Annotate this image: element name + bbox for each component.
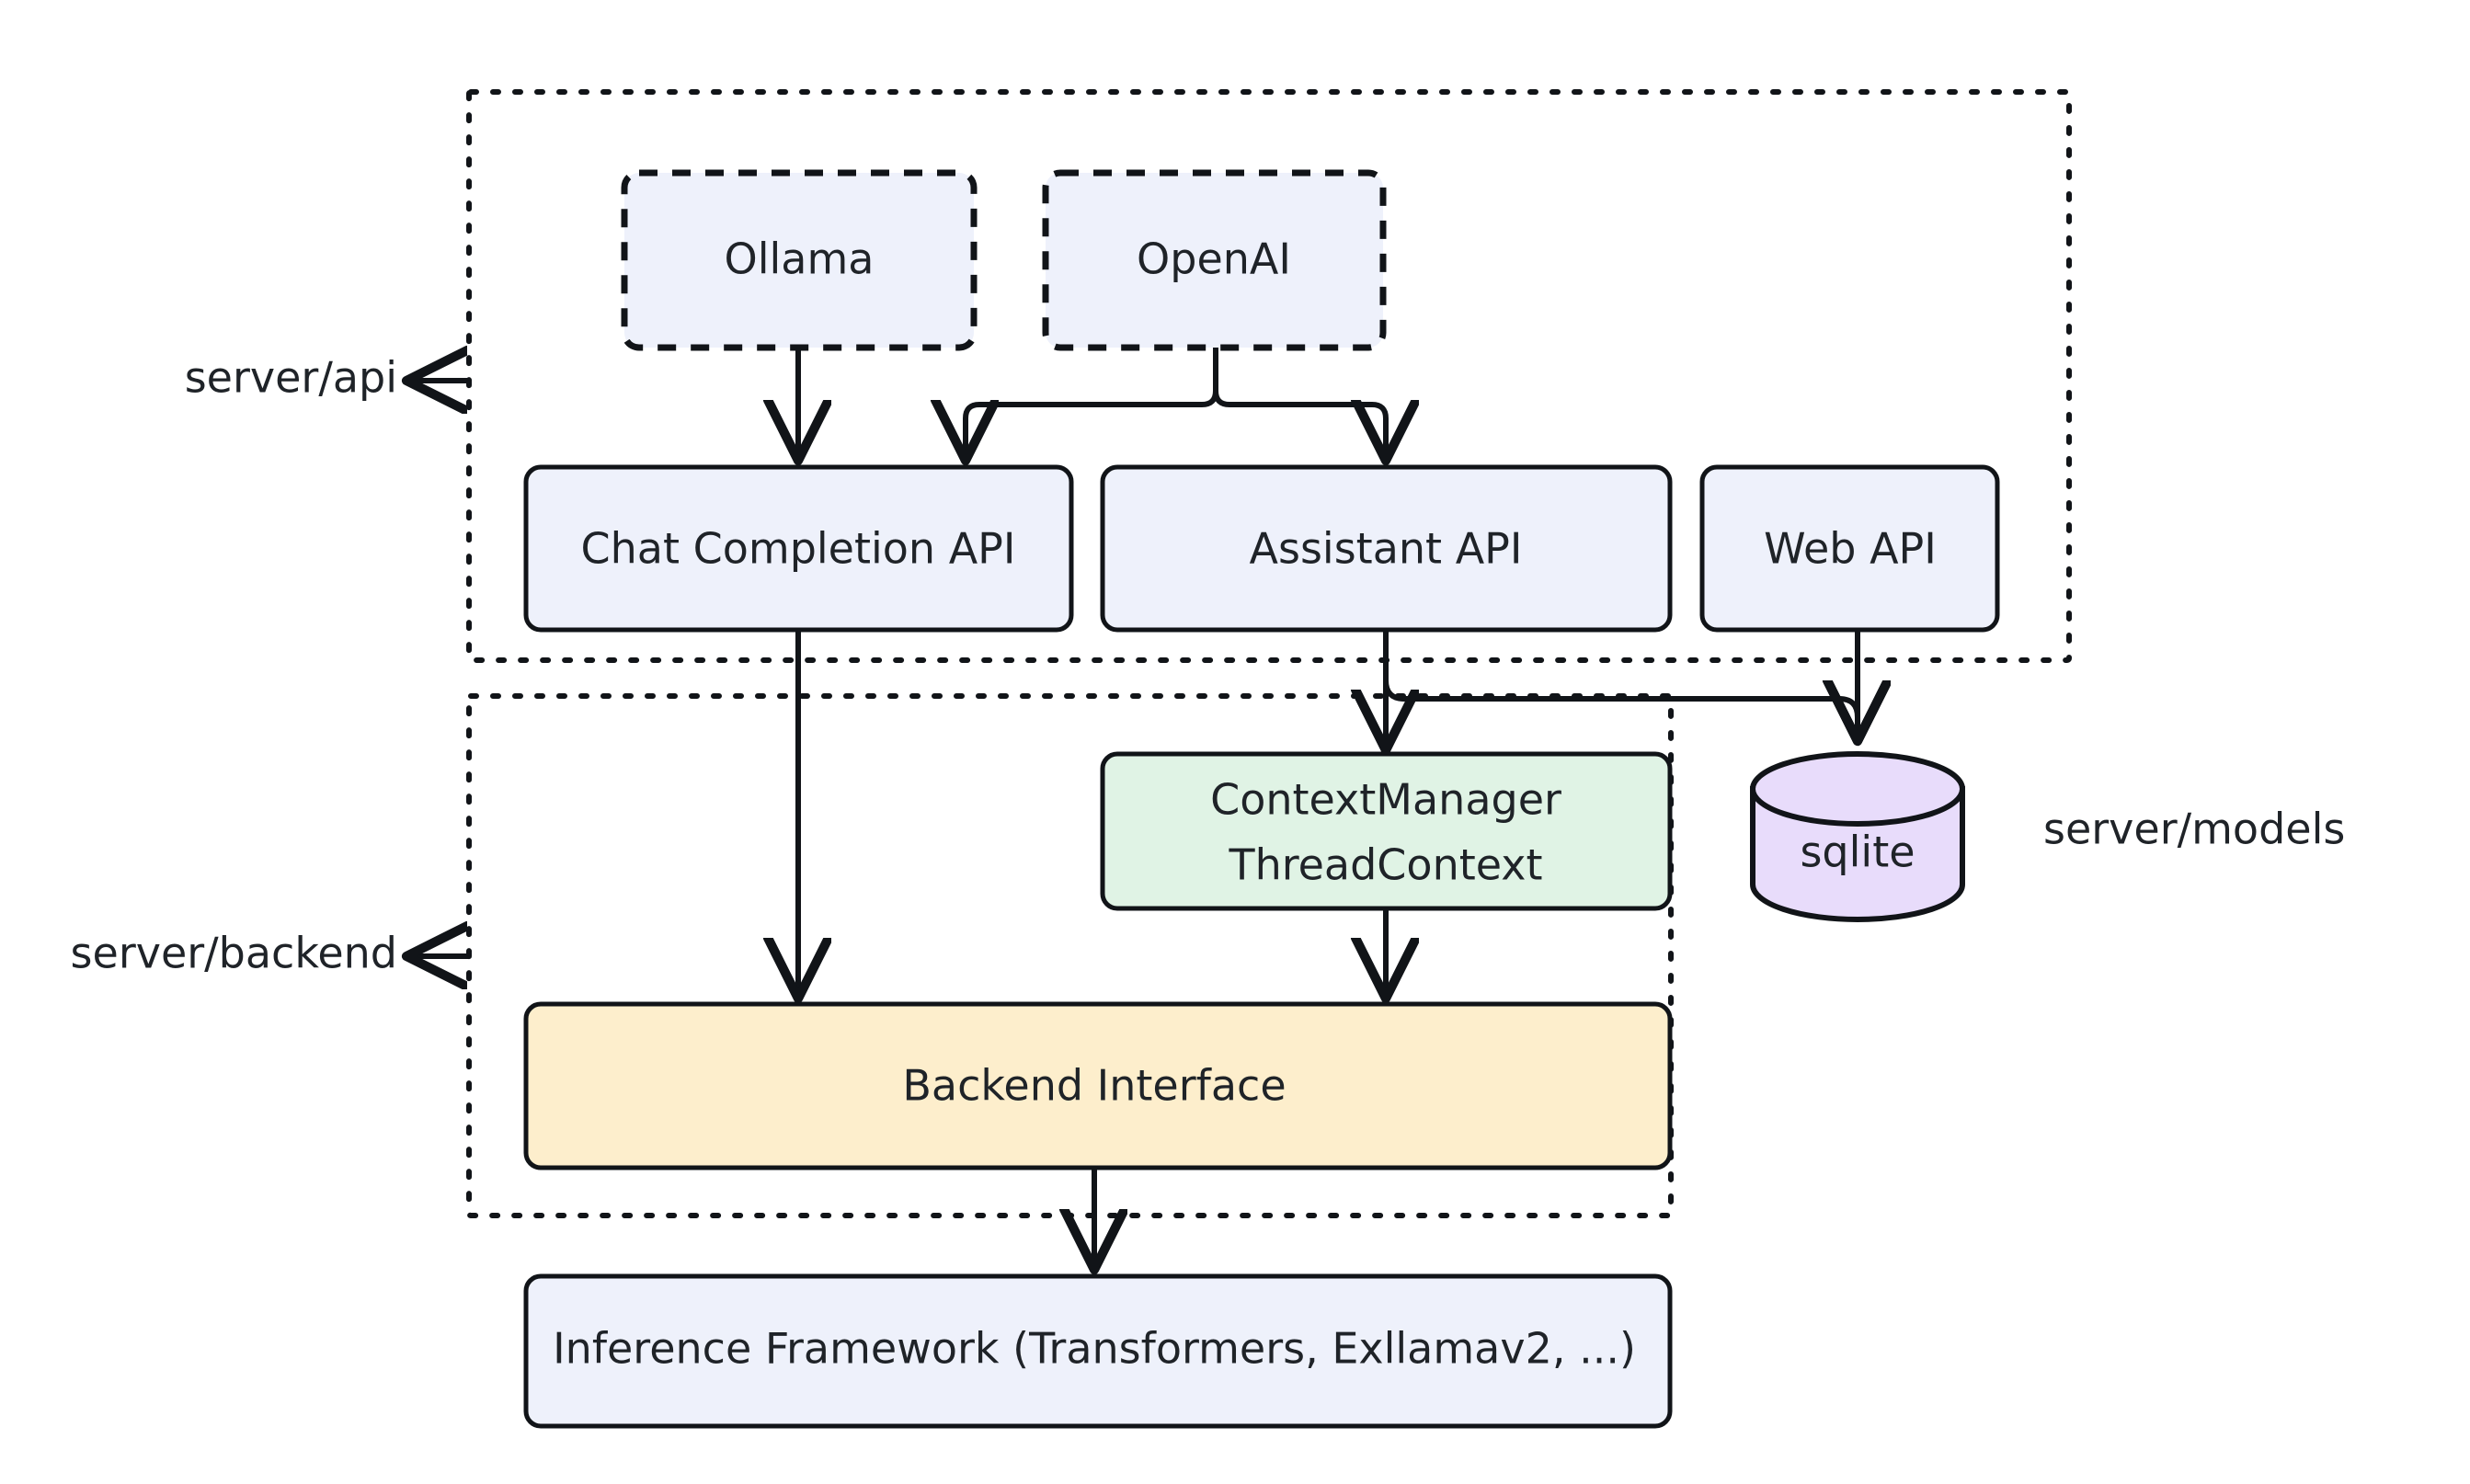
group-label-server-models: server/models bbox=[2043, 805, 2345, 854]
node-inference-framework-box[interactable] bbox=[523, 1273, 1673, 1429]
node-web-api[interactable]: Web API bbox=[1699, 464, 2000, 633]
node-web-api-box[interactable] bbox=[1699, 464, 2000, 633]
node-openai-box[interactable] bbox=[1042, 169, 1387, 351]
group-container-server-api bbox=[466, 89, 2072, 663]
group-label-server-api: server/api bbox=[185, 353, 397, 403]
node-sqlite-cylinder-top bbox=[1750, 751, 1965, 827]
node-openai[interactable]: OpenAI bbox=[1042, 169, 1387, 351]
node-assistant-api[interactable]: Assistant API bbox=[1100, 464, 1673, 633]
node-sqlite[interactable]: sqlite bbox=[1750, 751, 1965, 922]
node-ollama-box[interactable] bbox=[621, 169, 978, 351]
node-ollama[interactable]: Ollama bbox=[621, 169, 978, 351]
node-context-manager-label-line2: ThreadContext bbox=[1228, 840, 1542, 890]
node-inference-framework-label: Inference Framework (Transformers, Exlla… bbox=[553, 1324, 1636, 1374]
node-openai-label: OpenAI bbox=[1137, 234, 1291, 284]
node-context-manager-label-line1: ContextManager bbox=[1210, 775, 1561, 825]
node-web-api-label: Web API bbox=[1764, 524, 1937, 574]
node-chat-completion-api-box[interactable] bbox=[523, 464, 1074, 633]
node-assistant-api-label: Assistant API bbox=[1250, 524, 1523, 574]
edge-openai-fork-right bbox=[1213, 348, 1386, 455]
node-context-manager[interactable]: ContextManager ThreadContext bbox=[1100, 751, 1673, 911]
node-chat-completion-api[interactable]: Chat Completion API bbox=[523, 464, 1074, 633]
edge-openai-fork-left bbox=[966, 348, 1218, 455]
node-ollama-label: Ollama bbox=[725, 234, 875, 284]
group-label-server-backend: server/backend bbox=[71, 929, 397, 978]
node-backend-interface-box[interactable] bbox=[523, 1001, 1673, 1170]
edge-assistant-api-to-sqlite bbox=[1383, 630, 1858, 736]
node-backend-interface-label: Backend Interface bbox=[902, 1061, 1286, 1111]
node-sqlite-label: sqlite bbox=[1800, 828, 1915, 877]
node-context-manager-box[interactable] bbox=[1100, 751, 1673, 911]
node-assistant-api-box[interactable] bbox=[1100, 464, 1673, 633]
node-chat-completion-api-label: Chat Completion API bbox=[581, 524, 1016, 574]
node-inference-framework[interactable]: Inference Framework (Transformers, Exlla… bbox=[523, 1273, 1673, 1429]
node-backend-interface[interactable]: Backend Interface bbox=[523, 1001, 1673, 1170]
